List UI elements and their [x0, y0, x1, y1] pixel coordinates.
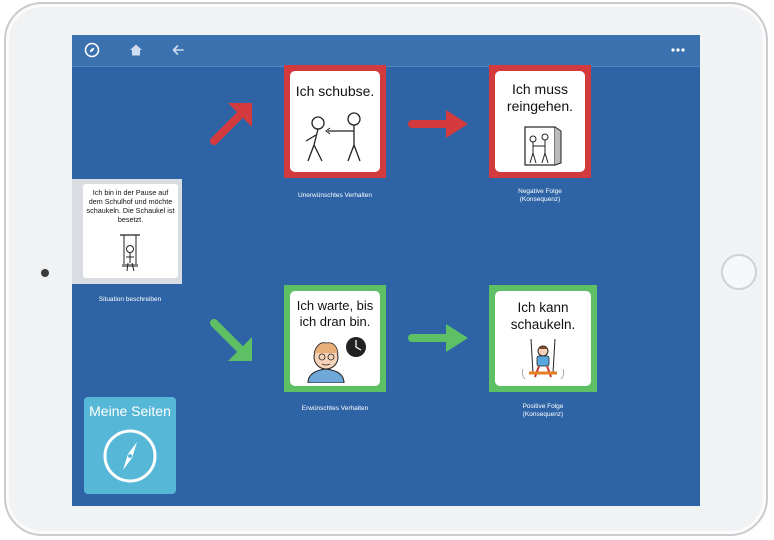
positive-caption-line2: (Konsequenz) [522, 411, 564, 418]
negative-caption-line1: Negative Folge [518, 188, 562, 195]
meine-seiten-label: Meine Seiten [89, 403, 171, 419]
unwanted-tile: Ich schubse. [290, 71, 380, 172]
negative-caption-line2: (Konsequenz) [519, 196, 561, 203]
top-toolbar [72, 35, 700, 67]
positive-consequence-card[interactable]: Ich kann schaukeln. [489, 285, 597, 392]
home-hardware-button[interactable] [721, 254, 757, 290]
door-people-icon [524, 126, 562, 166]
negative-caption: Negative Folge (Konsequenz) [489, 188, 591, 204]
home-icon[interactable] [128, 42, 144, 58]
more-dots-icon[interactable] [670, 42, 686, 58]
wanted-caption: Erwünschtes Verhalten [301, 405, 369, 412]
negative-consequence-card[interactable]: Ich muss reingehen. [489, 65, 591, 178]
compass-icon[interactable] [84, 42, 100, 58]
child-on-swing-icon [521, 339, 565, 380]
situation-card[interactable]: Ich bin in der Pause auf dem Schulhof un… [72, 179, 182, 284]
wanted-card-text: Ich warte, bis ich dran bin. [296, 298, 374, 329]
swing-icon [120, 234, 140, 272]
green-diagonal-arrow-icon [210, 319, 252, 361]
wanted-tile: Ich warte, bis ich dran bin. [290, 291, 380, 386]
camera-icon [41, 269, 49, 277]
compass-icon [103, 429, 157, 483]
pushing-people-icon [305, 112, 361, 162]
app-screen: Ich bin in der Pause auf dem Schulhof un… [72, 35, 700, 506]
unwanted-caption: Unerwünschtes Verhalten [297, 192, 373, 199]
negative-card-text: Ich muss reingehen. [506, 81, 574, 114]
green-right-arrow-icon [408, 324, 468, 352]
red-diagonal-arrow-icon [210, 103, 252, 145]
positive-card-text: Ich kann schaukeln. [510, 300, 576, 332]
wanted-behavior-card[interactable]: Ich warte, bis ich dran bin. [284, 285, 386, 392]
meine-seiten-button[interactable]: Meine Seiten [84, 397, 176, 494]
unwanted-behavior-card[interactable]: Ich schubse. [284, 65, 386, 178]
waiting-boy-clock-icon [307, 337, 366, 383]
positive-caption-line1: Positive Folge [522, 403, 564, 410]
red-right-arrow-icon [408, 110, 468, 138]
negative-tile: Ich muss reingehen. [495, 71, 585, 172]
unwanted-card-text: Ich schubse. [295, 83, 375, 99]
back-arrow-icon[interactable] [170, 42, 186, 58]
situation-text: Ich bin in der Pause auf dem Schulhof un… [86, 188, 175, 224]
situation-caption: Situation beschreiben [98, 296, 162, 303]
positive-tile: Ich kann schaukeln. [495, 291, 591, 386]
positive-caption: Positive Folge (Konsequenz) [489, 403, 597, 419]
situation-tile: Ich bin in der Pause auf dem Schulhof un… [83, 184, 178, 278]
